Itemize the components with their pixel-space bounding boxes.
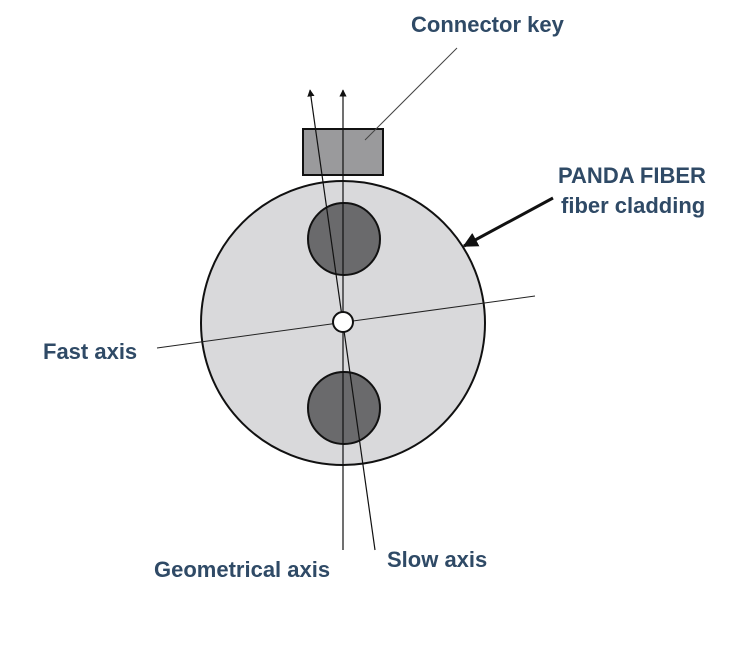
- panda-fiber-label: PANDA FIBER: [558, 163, 706, 188]
- connector-key-leader: [364, 47, 458, 141]
- fiber-cladding-label: fiber cladding: [561, 193, 705, 218]
- fiber-core: [332, 311, 354, 333]
- connector-key-label: Connector key: [411, 12, 565, 37]
- slow-axis-label: Slow axis: [387, 547, 487, 572]
- stress-rod-bottom: [307, 371, 381, 445]
- fast-axis-label: Fast axis: [43, 339, 137, 364]
- cladding-pointer-arrow: [462, 196, 554, 248]
- geometrical-axis-label: Geometrical axis: [154, 557, 330, 582]
- stress-rod-top: [307, 202, 381, 276]
